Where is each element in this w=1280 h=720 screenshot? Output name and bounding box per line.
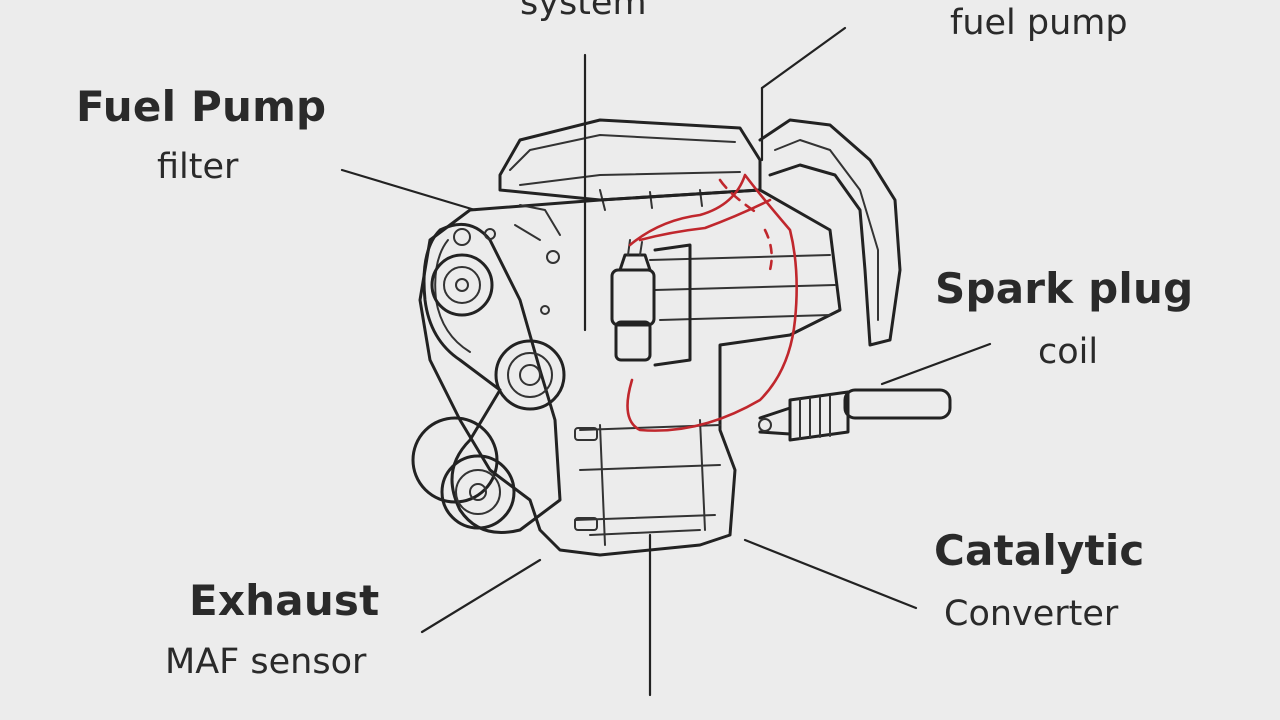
label-spark-plug: Spark plug bbox=[935, 264, 1194, 313]
engine-block bbox=[418, 118, 902, 557]
label-filter: filter bbox=[157, 147, 239, 187]
label-fuel-pump-top: fuel pump bbox=[950, 3, 1128, 43]
label-exhaust: Exhaust bbox=[189, 576, 380, 625]
leader-lines bbox=[340, 26, 992, 697]
label-maf-sensor: MAF sensor bbox=[165, 642, 367, 682]
label-converter: Converter bbox=[944, 594, 1119, 634]
ignition-coil-icon bbox=[610, 239, 656, 362]
label-system: system bbox=[520, 0, 647, 23]
pulley-assembly bbox=[411, 222, 566, 534]
leader-fuel-pump-filter bbox=[340, 168, 477, 212]
label-fuel-pump: Fuel Pump bbox=[76, 82, 327, 131]
label-catalytic: Catalytic bbox=[934, 526, 1145, 575]
label-coil: coil bbox=[1038, 332, 1099, 372]
leader-catalytic bbox=[743, 538, 918, 610]
leader-spark-plug-coil bbox=[880, 342, 992, 386]
spark-plug-icon bbox=[758, 388, 952, 442]
leader-exhaust bbox=[420, 558, 542, 634]
ignition-wiring bbox=[626, 173, 798, 432]
leader-fuel-pump bbox=[760, 26, 847, 90]
